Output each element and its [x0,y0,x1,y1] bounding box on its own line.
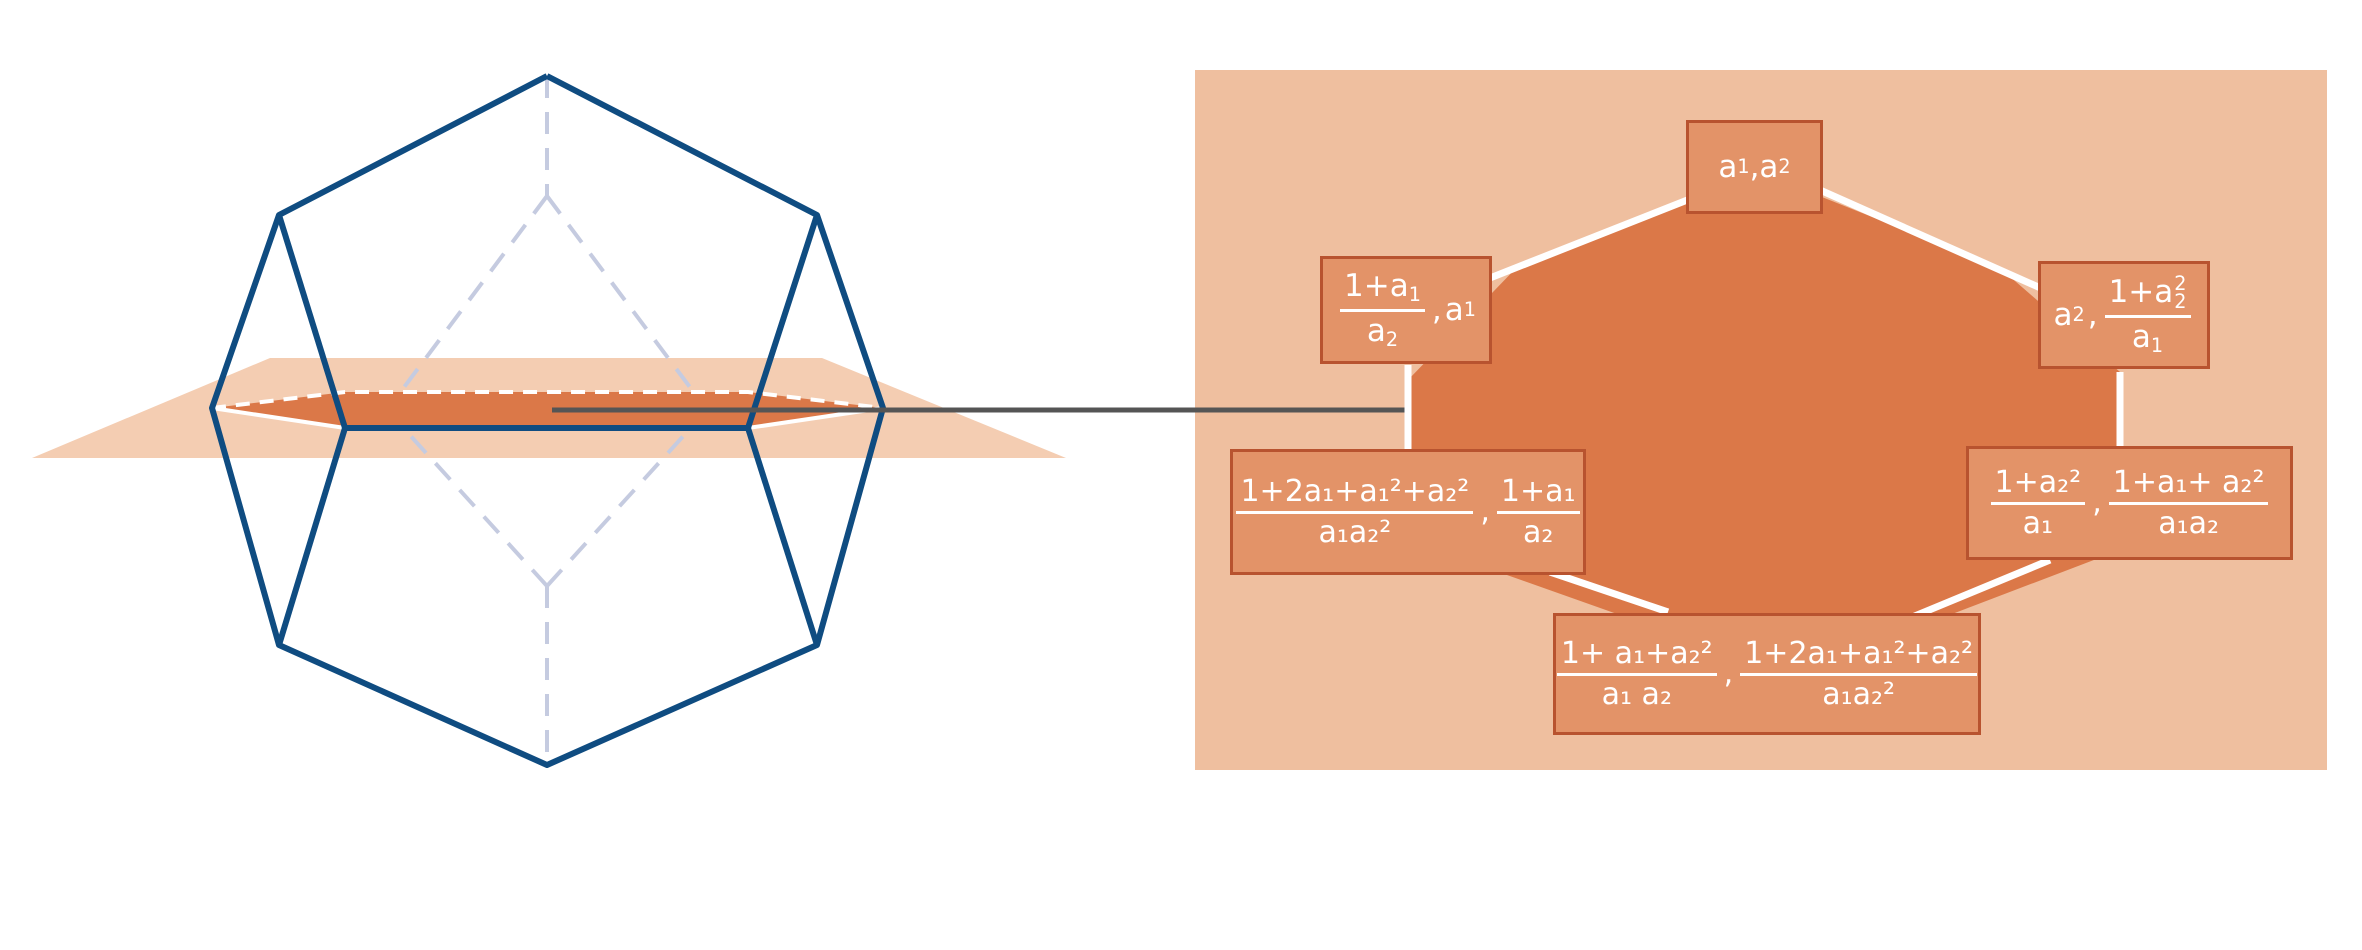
label-upper-left-num: 1+a [1344,268,1409,305]
label-top-x: a [1718,148,1738,185]
label-bottom-fraction-1: 1+ a₁+a₂² a₁ a₂ [1556,635,1717,710]
label-lower-left-fraction-1: 1+2a₁+a₁²+a₂² a₁a₂² [1236,473,1474,548]
label-top-y: a [1759,148,1779,185]
label-upper-right-comma: , [2087,296,2098,333]
label-bottom-fraction-2: 1+2a₁+a₁²+a₂² a₁a₂² [1740,635,1978,710]
label-lower-left-num: 1+2a₁+a₁²+a₂² [1240,473,1470,509]
slice-outline-back [211,390,884,410]
label-bottom-num2: 1+2a₁+a₁²+a₂² [1744,635,1974,671]
hidden-edges [385,76,709,760]
polytope-edges [209,73,886,768]
label-lower-left-fraction-2: 1+a₁ a₂ [1496,473,1580,548]
label-upper-left-fraction: 1+a1 a2 [1340,271,1425,348]
label-top-comma: , [1749,148,1760,185]
label-lower-right-fraction-1: 1+a₂² a₁ [1990,464,2086,539]
label-bottom-comma: , [1723,656,1734,691]
label-lower-left-den2: a₂ [1496,510,1580,548]
label-lower-right-den2: a₁a₂ [2108,501,2269,539]
label-upper-left-comma: , [1431,291,1442,328]
label-lower-left-comma: , [1480,494,1490,529]
label-lower-right-num2: 1+a₁+ a₂² [2112,464,2265,500]
octagon-white-edges [1404,186,2124,624]
label-lower-left: 1+2a₁+a₁²+a₂² a₁a₂² , 1+a₁ a₂ [1230,449,1586,575]
label-upper-right-first: a [2053,296,2073,333]
label-lower-right-comma: , [2092,485,2102,520]
label-bottom-den: a₁ a₂ [1556,672,1717,710]
label-bottom-num: 1+ a₁+a₂² [1560,635,1713,671]
label-upper-right-den: a [2131,319,2151,356]
cross-section-octagon [1408,170,2120,632]
label-upper-right-num: 1+a [2108,273,2174,310]
label-lower-right-fraction-2: 1+a₁+ a₂² a₁a₂ [2108,464,2269,539]
slice-section [212,392,883,428]
label-upper-left-den: a [1366,312,1386,349]
label-lower-left-num2: 1+a₁ [1500,473,1576,509]
label-bottom-den2: a₁a₂² [1740,672,1978,710]
label-upper-left-second: a [1444,291,1464,328]
label-lower-left-den: a₁a₂² [1236,510,1474,548]
label-lower-right-den: a₁ [1990,501,2086,539]
label-lower-right: 1+a₂² a₁ , 1+a₁+ a₂² a₁a₂ [1966,446,2293,560]
label-lower-right-num: 1+a₂² [1994,464,2082,500]
label-bottom: 1+ a₁+a₂² a₁ a₂ , 1+2a₁+a₁²+a₂² a₁a₂² [1553,613,1981,735]
